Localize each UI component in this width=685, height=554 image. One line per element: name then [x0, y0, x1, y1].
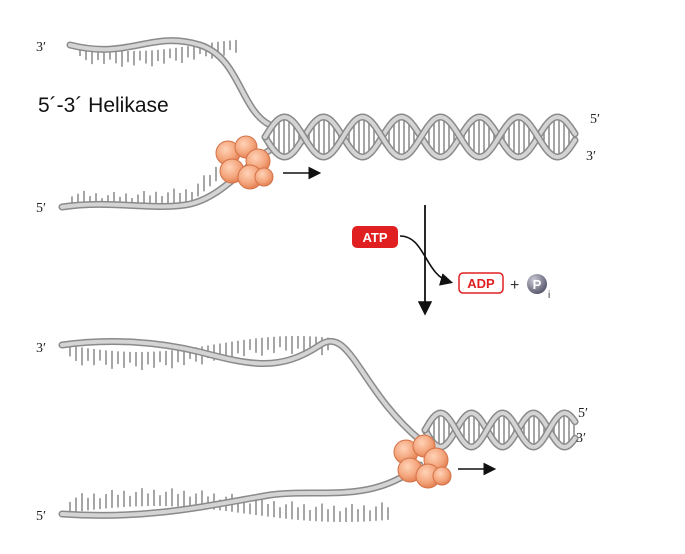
- bottom-upper-3prime-label: 3′: [36, 341, 46, 356]
- adp-badge: ADP: [458, 272, 504, 294]
- phosphate-subscript: i: [548, 290, 550, 301]
- phosphate-ball: P i: [527, 274, 550, 301]
- bottom-lower-strand-bases: [69, 488, 389, 522]
- atp-curve: [399, 235, 454, 286]
- bottom-lower-5prime-label: 5′: [36, 509, 46, 524]
- atp-hydrolysis-reaction: ATP ADP + P i: [352, 205, 550, 316]
- atp-label: ATP: [362, 230, 387, 245]
- top-duplex-5prime-label: 5′: [590, 112, 600, 127]
- diagram-title: 5´-3´ Helikase: [38, 94, 169, 117]
- top-lower-5prime-label: 5′: [36, 201, 46, 216]
- bottom-duplex-3prime-label: 3′: [576, 431, 586, 446]
- bottom-upper-strand-bases: [69, 336, 329, 370]
- bottom-panel: 3′ 5′ 5′ 3′: [36, 336, 588, 524]
- atp-badge: ATP: [352, 226, 398, 248]
- top-panel: 3′ 5′ 5′ 3′ 5´-3´ Helikase: [36, 37, 600, 216]
- top-upper-3prime-label: 3′: [36, 40, 46, 55]
- helicase-bottom: [393, 434, 452, 489]
- top-duplex-3prime-label: 3′: [586, 149, 596, 164]
- adp-label: ADP: [467, 276, 495, 291]
- bottom-duplex-5prime-label: 5′: [578, 406, 588, 421]
- bottom-upper-strand: [58, 337, 424, 444]
- phosphate-label: P: [533, 277, 542, 292]
- helicase-top: [215, 135, 274, 190]
- plus-sign: +: [510, 277, 519, 294]
